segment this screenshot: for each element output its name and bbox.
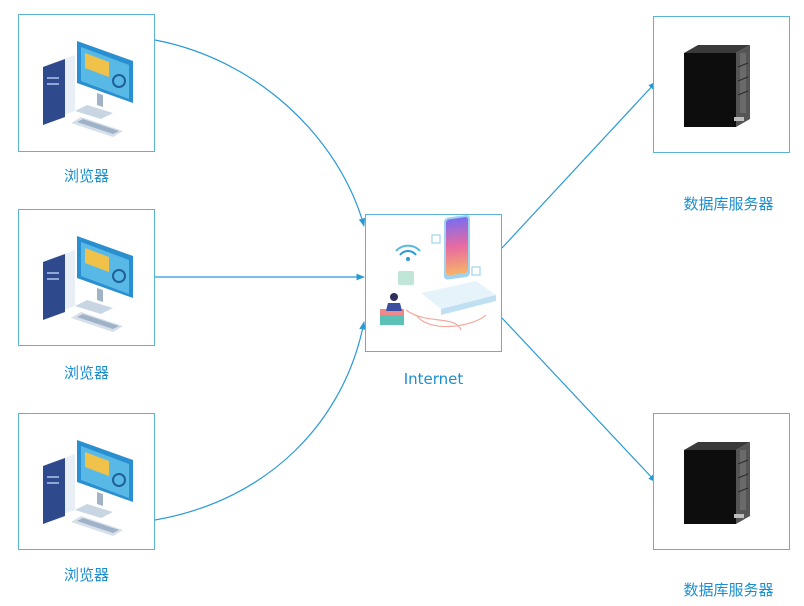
internet-node <box>365 214 502 352</box>
browser-node-2 <box>18 209 155 346</box>
server-tower-icon <box>684 45 750 127</box>
browser-node-1 <box>18 14 155 152</box>
desktop-computer-icon <box>43 440 133 536</box>
desktop-computer-icon <box>43 41 133 137</box>
edge-internet-db1 <box>501 81 657 249</box>
internet-label: Internet <box>403 370 464 388</box>
desktop-computer-icon <box>43 236 133 332</box>
server-tower-icon <box>684 442 750 524</box>
edge-browser1-internet <box>154 39 366 227</box>
db-server-node-1 <box>653 16 790 153</box>
edge-internet-db2 <box>501 317 657 483</box>
internet-illustration-icon <box>380 215 496 331</box>
browser-label-3: 浏览器 <box>63 566 109 584</box>
db-server-label-1: 数据库服务器 <box>683 195 774 213</box>
edge-browser3-internet <box>154 321 366 521</box>
browser-node-3 <box>18 413 155 550</box>
db-server-node-2 <box>653 413 790 550</box>
db-server-label-2: 数据库服务器 <box>683 581 774 599</box>
browser-label-2: 浏览器 <box>63 364 109 382</box>
browser-label-1: 浏览器 <box>63 167 109 185</box>
